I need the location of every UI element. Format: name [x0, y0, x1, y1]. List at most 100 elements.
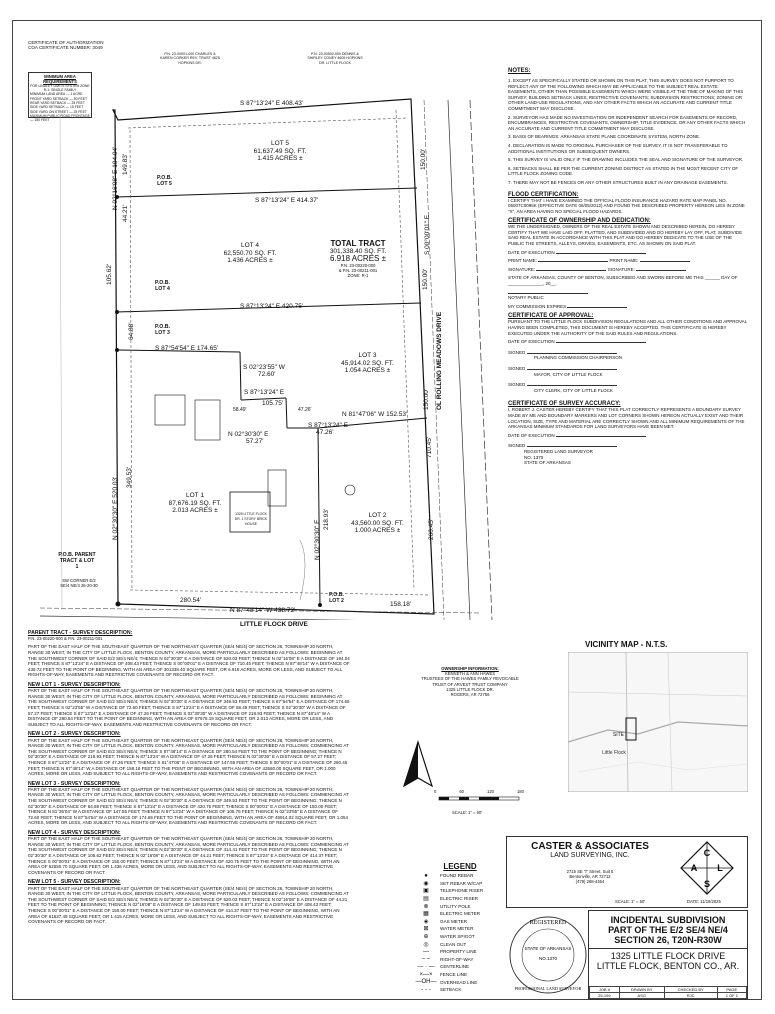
dim-left-149: 149.83' [122, 153, 129, 175]
company-date: DATE: 11/19/2025 [687, 899, 721, 904]
dim-right-top: S 00°00'01" E [424, 214, 431, 255]
pob-lot5-marker [115, 195, 119, 199]
carport [267, 469, 287, 507]
legend-symbol-icon: – – [421, 956, 431, 963]
legend-symbol-icon: ▣ [423, 888, 429, 895]
lot1-lot2-line [317, 427, 321, 606]
min-area-row: FRONT YARD SETBACK — 50 FEET [30, 96, 88, 101]
min-area-row: REAR YARD SETBACK — 25 FEET [30, 101, 85, 105]
north-arrow-icon [402, 740, 434, 788]
note-item: 2. SURVEYOR HAS MADE NO INVESTIGATION OR… [508, 114, 746, 131]
legend-label: FENCE LINE [440, 972, 468, 978]
legend-label: CENTERLINE [440, 964, 470, 970]
approval-date: DATE OF EXECUTION [508, 339, 748, 345]
dim-lot2-218: 218.93' [323, 508, 330, 530]
setback-bottom [129, 589, 431, 596]
company-block: CASTER & ASSOCIATES LAND SURVEYING, INC.… [506, 836, 748, 908]
dim-left-105: 105.62' [106, 263, 113, 285]
dim-right-150c: 150.00' [423, 388, 430, 410]
plat-sheet [12, 20, 762, 1000]
lot-description-text: PART OF THE EAST HALF OF THE SOUTHEAST Q… [28, 786, 349, 826]
legend-label: PROPERTY LINE [440, 949, 477, 955]
scale-label: SCALE: 1" = 60' [452, 810, 483, 815]
setback-left [129, 129, 133, 591]
dim-right-260: 260.45' [428, 518, 435, 540]
legend-symbol-icon: — · — [417, 963, 435, 970]
note-item: 4. DECLARATION IS MADE TO ORIGINAL PURCH… [508, 142, 728, 154]
legend-symbol-icon: — [423, 948, 429, 955]
pob-lot5: P.O.B. LOT 5 [157, 175, 172, 188]
total-tract-label: TOTAL TRACT 301,338.40 SQ. FT. 6.918 ACR… [329, 239, 387, 278]
min-area-row: SIDE YARD ON STREET — 25 FEET [30, 109, 87, 114]
note-item: 6. SETBACKS SHALL BE PER THE CURRENT ZON… [508, 165, 739, 177]
plat-drawing [39, 98, 493, 620]
vicinity-map: SITE Little Flock [568, 652, 748, 792]
dim-left-44: 44.21' [122, 204, 129, 222]
ownership-print: PRINT NAME: PRINT NAME: [508, 258, 748, 264]
legend-item: — · — CENTERLINE [412, 963, 508, 971]
dim-bottom-158: 158.18' [390, 601, 412, 608]
svg-text:S: S [704, 879, 710, 889]
company-scale: SCALE: 1" = 60' [615, 899, 646, 904]
pob-parent: P.O.B. PARENT TRACT & LOT 1 [58, 552, 96, 571]
legend-symbol-icon: ◎ [423, 941, 429, 948]
lot-description-text: PART OF THE EAST HALF OF THE SOUTHEAST Q… [28, 836, 349, 875]
legend-item: - - -SETBACK [412, 986, 508, 994]
adjoiner-left [59, 109, 63, 611]
approval-text: PURSUANT TO THE LITTLE FLOCK SUBDIVISION… [508, 319, 747, 336]
title-line-1: INCIDENTAL SUBDIVISION [610, 915, 726, 925]
legend-symbol-icon: ◈ [423, 918, 429, 925]
accuracy-title: CERTIFICATE OF SURVEY ACCURACY: [508, 401, 621, 408]
legend-symbol-icon: —OH— [415, 979, 437, 986]
legend-item: —OH—OVERHEAD LINE [412, 978, 508, 986]
road-bottom-label: LITTLE FLOCK DRIVE [240, 621, 308, 628]
svg-text:STATE OF ARKANSAS: STATE OF ARKANSAS [525, 946, 572, 951]
legend-item: ×—×FENCE LINE [412, 971, 508, 979]
parent-tract-heading: PARENT TRACT - SURVEY DESCRIPTION: [28, 630, 133, 636]
cert-authorization: CERTIFICATE OF AUTHORIZATION COA CERTIFI… [28, 40, 104, 51]
pob-lot4: P.O.B. LOT 4 [155, 280, 170, 293]
vicinity-title: VICINITY MAP - N.T.S. [585, 640, 668, 649]
descriptions-column: PARENT TRACT - SURVEY DESCRIPTION: P.N. … [28, 630, 350, 928]
pob-lot3-marker [115, 310, 119, 314]
legend-item: ◈GAS METER [412, 918, 508, 926]
boundary-line [112, 98, 435, 615]
house-1325 [229, 491, 271, 533]
legend-label: CLEAN OUT [440, 941, 467, 947]
dim-right-150b: 150.00' [422, 268, 429, 290]
notes-list: 1. EXCEPT AS SPECIFICALLY STATED OR SHOW… [508, 78, 748, 186]
lot-description-text: PART OF THE EAST HALF OF THE SOUTHEAST Q… [28, 885, 349, 925]
legend-label: OVERHEAD LINE [440, 979, 478, 985]
lot-description-heading: NEW LOT 1 - SURVEY DESCRIPTION: [28, 681, 121, 688]
note-item: 1. EXCEPT AS SPECIFICALLY STATED OR SHOW… [508, 78, 744, 111]
dim-47: 47.26' [298, 407, 312, 413]
legend-label: UTILITY POLE [440, 903, 471, 909]
legend-symbol-icon: ◉ [423, 880, 429, 887]
company-text: CASTER & ASSOCIATES LAND SURVEYING, INC.… [531, 841, 649, 885]
approval-sig3: SIGNED CITY CLERK, CITY OF LITTLE FLOCK [508, 382, 748, 393]
note-item: 7. THERE MAY NOT BE FENCES OR ANY OTHER … [508, 179, 728, 185]
vicinity-road-3 [568, 691, 748, 697]
flood-text: I CERTIFY THAT I HAVE EXAMINED THE OFFIC… [508, 197, 745, 214]
dim-lot3-mid: S 87°13'24" E [244, 389, 285, 396]
lot1-mid-line [240, 397, 287, 401]
dim-top: S 87°13'24" E 408.43' [240, 100, 304, 107]
dim-left-main: N 02°30'30" E 520.03' [112, 476, 119, 540]
lot-description-heading: NEW LOT 3 - SURVEY DESCRIPTION: [28, 780, 121, 787]
sw-corner: SW CORNER E/2 SE/4 NE/4 26-20-30 [60, 578, 98, 589]
legend-symbol-icon: ▤ [423, 896, 429, 903]
owner-top-left: P.N. 23-00001-000 CHARLES & KAREN CORKER… [160, 52, 220, 65]
lot3-bottom-line [317, 417, 428, 429]
company-logo-icon: C A L S [680, 841, 734, 895]
legend-symbol-icon: - - - [421, 986, 431, 993]
svg-text:A: A [691, 863, 698, 873]
commission: MY COMMISSION EXPIRES [508, 304, 748, 310]
svg-text:L: L [717, 863, 723, 873]
scale-bar [438, 796, 520, 801]
lot-description-text: PART OF THE EAST HALF OF THE SOUTHEAST Q… [28, 737, 349, 777]
vicinity-road-2 [625, 652, 629, 792]
legend-item: ●FOUND REBAR [412, 872, 508, 880]
